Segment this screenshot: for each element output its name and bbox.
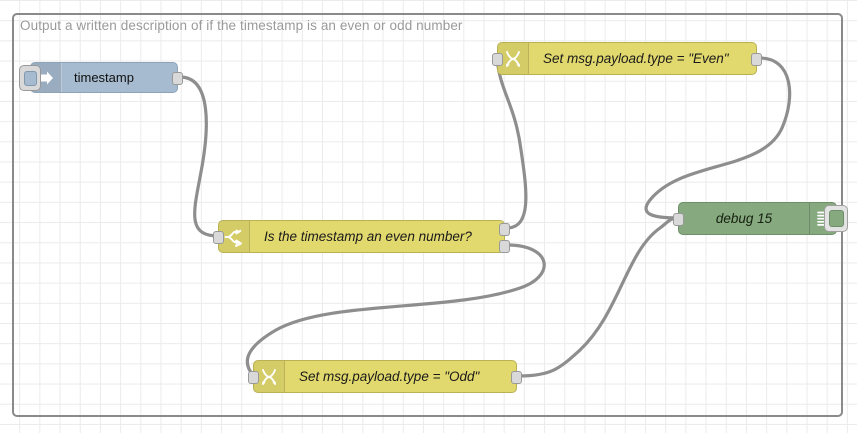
node-debug[interactable]: debug 15 bbox=[673, 202, 848, 235]
shuffle-icon bbox=[254, 361, 285, 392]
node-label: debug 15 bbox=[715, 211, 773, 226]
node-inject-timestamp[interactable]: timestamp bbox=[19, 62, 183, 93]
output-port-0[interactable] bbox=[499, 223, 510, 236]
node-change-odd[interactable]: Set msg.payload.type = "Odd" bbox=[248, 360, 522, 393]
node-switch-even-check[interactable]: Is the timestamp an even number? bbox=[213, 220, 510, 253]
inject-button-inner bbox=[23, 70, 37, 86]
output-port[interactable] bbox=[172, 72, 183, 85]
node-change-even[interactable]: Set msg.payload.type = "Even" bbox=[492, 42, 762, 75]
debug-toggle-button[interactable] bbox=[824, 205, 848, 232]
group-title: Output a written description of if the t… bbox=[20, 18, 463, 33]
input-port[interactable] bbox=[492, 53, 503, 66]
output-port[interactable] bbox=[511, 371, 522, 384]
input-port[interactable] bbox=[213, 231, 224, 244]
node-label: Is the timestamp an even number? bbox=[264, 229, 472, 244]
shuffle-icon bbox=[498, 43, 529, 74]
switch-fork-icon bbox=[219, 221, 250, 252]
output-port[interactable] bbox=[751, 53, 762, 66]
inject-trigger-button[interactable] bbox=[19, 65, 41, 91]
debug-button-inner bbox=[828, 210, 844, 227]
input-port[interactable] bbox=[248, 371, 259, 384]
input-port[interactable] bbox=[673, 213, 684, 226]
node-label: Set msg.payload.type = "Odd" bbox=[299, 369, 480, 384]
node-label: Set msg.payload.type = "Even" bbox=[543, 51, 729, 66]
output-port-1[interactable] bbox=[499, 240, 510, 253]
node-label: timestamp bbox=[74, 70, 134, 85]
